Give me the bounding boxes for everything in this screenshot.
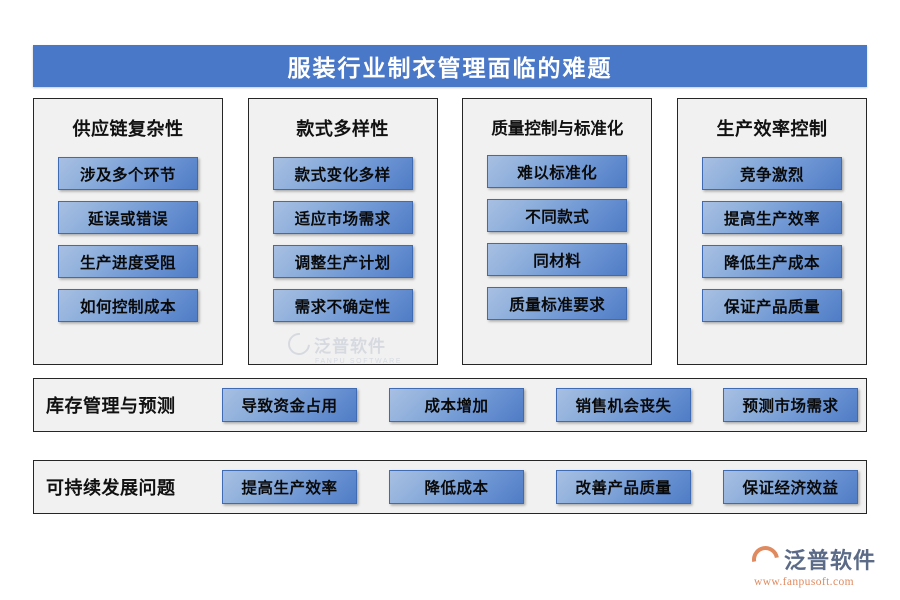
column-panel-style-variety: 款式多样性 款式变化多样 适应市场需求 调整生产计划 需求不确定性 — [247, 98, 438, 365]
item-button[interactable]: 涉及多个环节 — [58, 157, 198, 190]
item-button[interactable]: 同材料 — [487, 243, 628, 276]
item-button[interactable]: 保证产品质量 — [701, 289, 842, 322]
columns-row: 供应链复杂性 涉及多个环节 延误或错误 生产进度受阻 如何控制成本 款式多样性 … — [33, 98, 867, 365]
row-items: 提高生产效率 降低成本 改善产品质量 保证经济效益 — [222, 470, 866, 504]
row-items: 导致资金占用 成本增加 销售机会丧失 预测市场需求 — [222, 388, 866, 422]
wide-row-inventory: 库存管理与预测 导致资金占用 成本增加 销售机会丧失 预测市场需求 — [33, 378, 867, 432]
item-button[interactable]: 提高生产效率 — [222, 470, 357, 504]
item-button[interactable]: 竞争激烈 — [701, 157, 842, 190]
column-header: 款式多样性 — [296, 119, 389, 139]
item-button[interactable]: 难以标准化 — [487, 155, 628, 188]
column-panel-production-efficiency: 生产效率控制 竞争激烈 提高生产效率 降低生产成本 保证产品质量 — [676, 98, 867, 365]
item-button[interactable]: 销售机会丧失 — [556, 388, 691, 422]
item-button[interactable]: 如何控制成本 — [58, 289, 198, 322]
item-button[interactable]: 成本增加 — [389, 388, 524, 422]
item-button[interactable]: 不同款式 — [487, 199, 628, 232]
diagram-title-bar: 服装行业制衣管理面临的难题 — [33, 45, 867, 87]
column-items: 款式变化多样 适应市场需求 调整生产计划 需求不确定性 — [272, 157, 413, 322]
wide-row-sustainability: 可持续发展问题 提高生产效率 降低成本 改善产品质量 保证经济效益 — [33, 460, 867, 514]
fanpu-swoosh-icon — [746, 540, 785, 578]
column-items: 难以标准化 不同款式 同材料 质量标准要求 — [487, 155, 628, 320]
item-button[interactable]: 生产进度受阻 — [58, 245, 198, 278]
item-button[interactable]: 调整生产计划 — [272, 245, 413, 278]
item-button[interactable]: 降低成本 — [389, 470, 524, 504]
item-button[interactable]: 延误或错误 — [58, 201, 198, 234]
column-panel-supply-chain: 供应链复杂性 涉及多个环节 延误或错误 生产进度受阻 如何控制成本 — [33, 98, 223, 365]
logo-top-row: 泛普软件 — [746, 540, 888, 578]
page-title: 服装行业制衣管理面临的难题 — [287, 56, 613, 81]
item-button[interactable]: 适应市场需求 — [272, 201, 413, 234]
fanpu-logo: 泛普软件 www.fanpusoft.com — [746, 540, 888, 591]
item-button[interactable]: 需求不确定性 — [272, 289, 413, 322]
item-button[interactable]: 提高生产效率 — [701, 201, 842, 234]
item-button[interactable]: 款式变化多样 — [272, 157, 413, 190]
column-header: 质量控制与标准化 — [491, 119, 624, 138]
item-button[interactable]: 保证经济效益 — [723, 470, 858, 504]
item-button[interactable]: 导致资金占用 — [222, 388, 357, 422]
column-panel-quality-control: 质量控制与标准化 难以标准化 不同款式 同材料 质量标准要求 — [462, 98, 653, 365]
column-header: 生产效率控制 — [716, 119, 828, 139]
column-items: 竞争激烈 提高生产效率 降低生产成本 保证产品质量 — [701, 157, 842, 322]
item-button[interactable]: 质量标准要求 — [487, 287, 628, 320]
column-header: 供应链复杂性 — [72, 119, 184, 139]
logo-website-url: www.fanpusoft.com — [754, 576, 854, 588]
logo-brand-name: 泛普软件 — [784, 548, 877, 573]
row-header: 库存管理与预测 — [46, 396, 176, 416]
row-header: 可持续发展问题 — [46, 478, 176, 498]
column-items: 涉及多个环节 延误或错误 生产进度受阻 如何控制成本 — [58, 157, 198, 322]
item-button[interactable]: 改善产品质量 — [556, 470, 691, 504]
item-button[interactable]: 降低生产成本 — [701, 245, 842, 278]
item-button[interactable]: 预测市场需求 — [723, 388, 858, 422]
